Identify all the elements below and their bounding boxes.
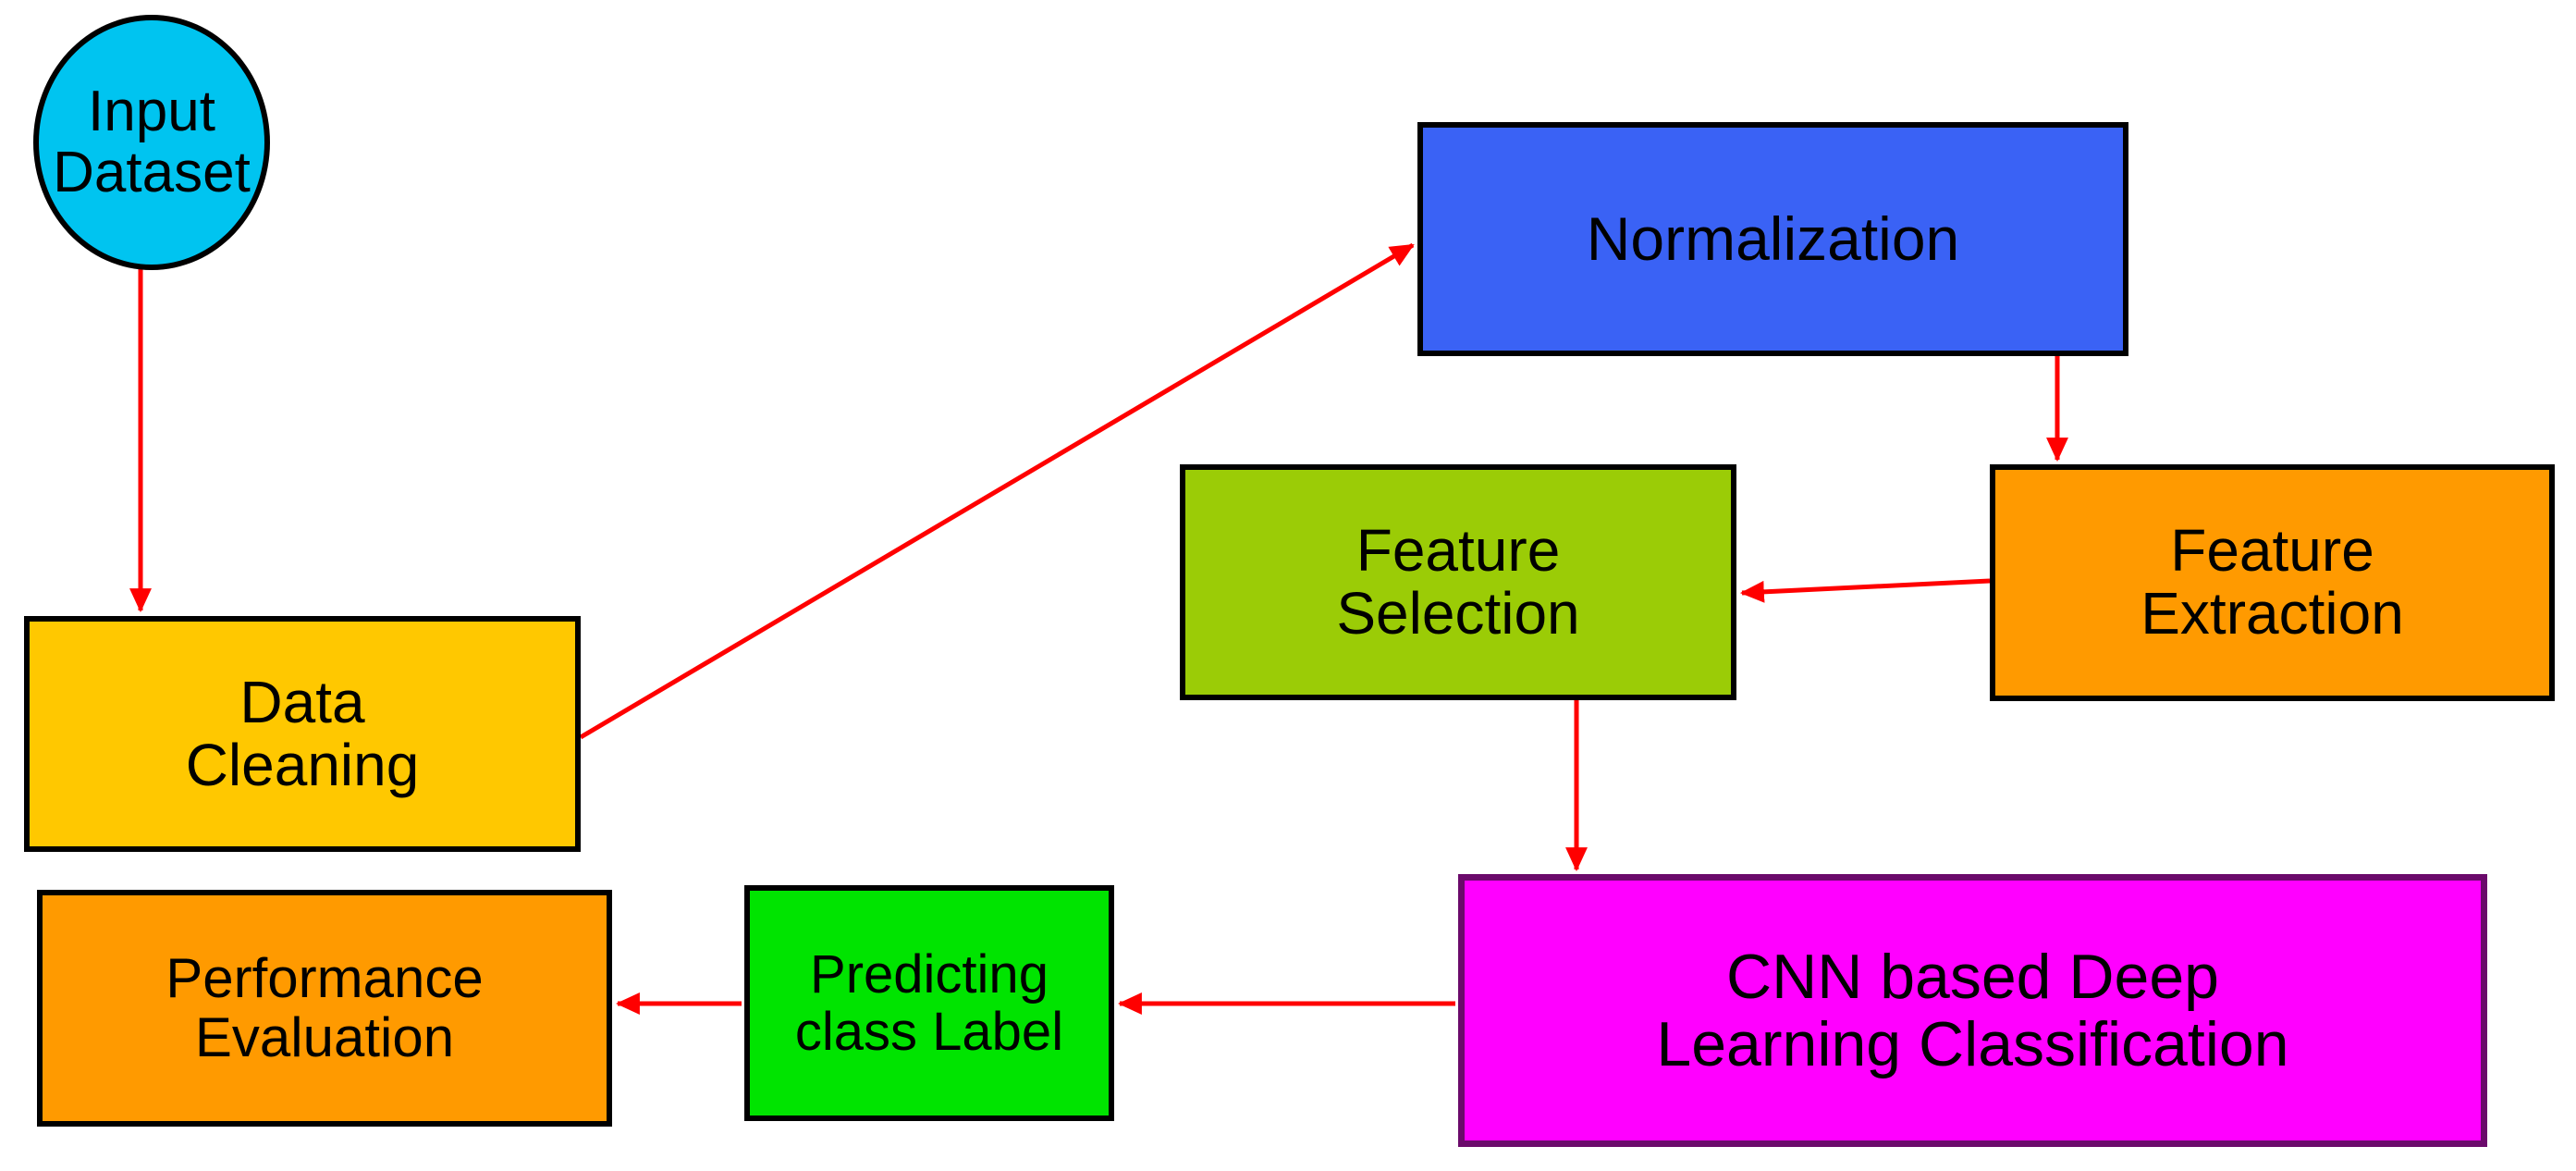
node-cnn-classification[interactable]: CNN based Deep Learning Classification: [1458, 874, 2487, 1147]
node-normalization[interactable]: Normalization: [1417, 122, 2128, 356]
node-label: Feature Extraction: [2141, 517, 2404, 647]
node-label: Normalization: [1586, 203, 1960, 273]
node-label: CNN based Deep Learning Classification: [1656, 942, 2289, 1079]
node-feature-selection[interactable]: Feature Selection: [1180, 464, 1736, 700]
node-feature-extraction[interactable]: Feature Extraction: [1990, 464, 2555, 701]
edge-extraction-to-selection: [1739, 578, 1991, 603]
node-label: Input Dataset: [53, 80, 251, 204]
node-label: Predicting class Label: [794, 944, 1064, 1062]
node-input-dataset[interactable]: Input Dataset: [33, 15, 270, 270]
node-predicting-class-label[interactable]: Predicting class Label: [744, 885, 1114, 1121]
node-data-cleaning[interactable]: Data Cleaning: [24, 616, 581, 852]
node-performance-evaluation[interactable]: Performance Evaluation: [37, 890, 612, 1127]
node-label: Feature Selection: [1336, 516, 1580, 647]
node-label: Performance Evaluation: [166, 947, 484, 1068]
node-label: Data Cleaning: [185, 668, 420, 798]
